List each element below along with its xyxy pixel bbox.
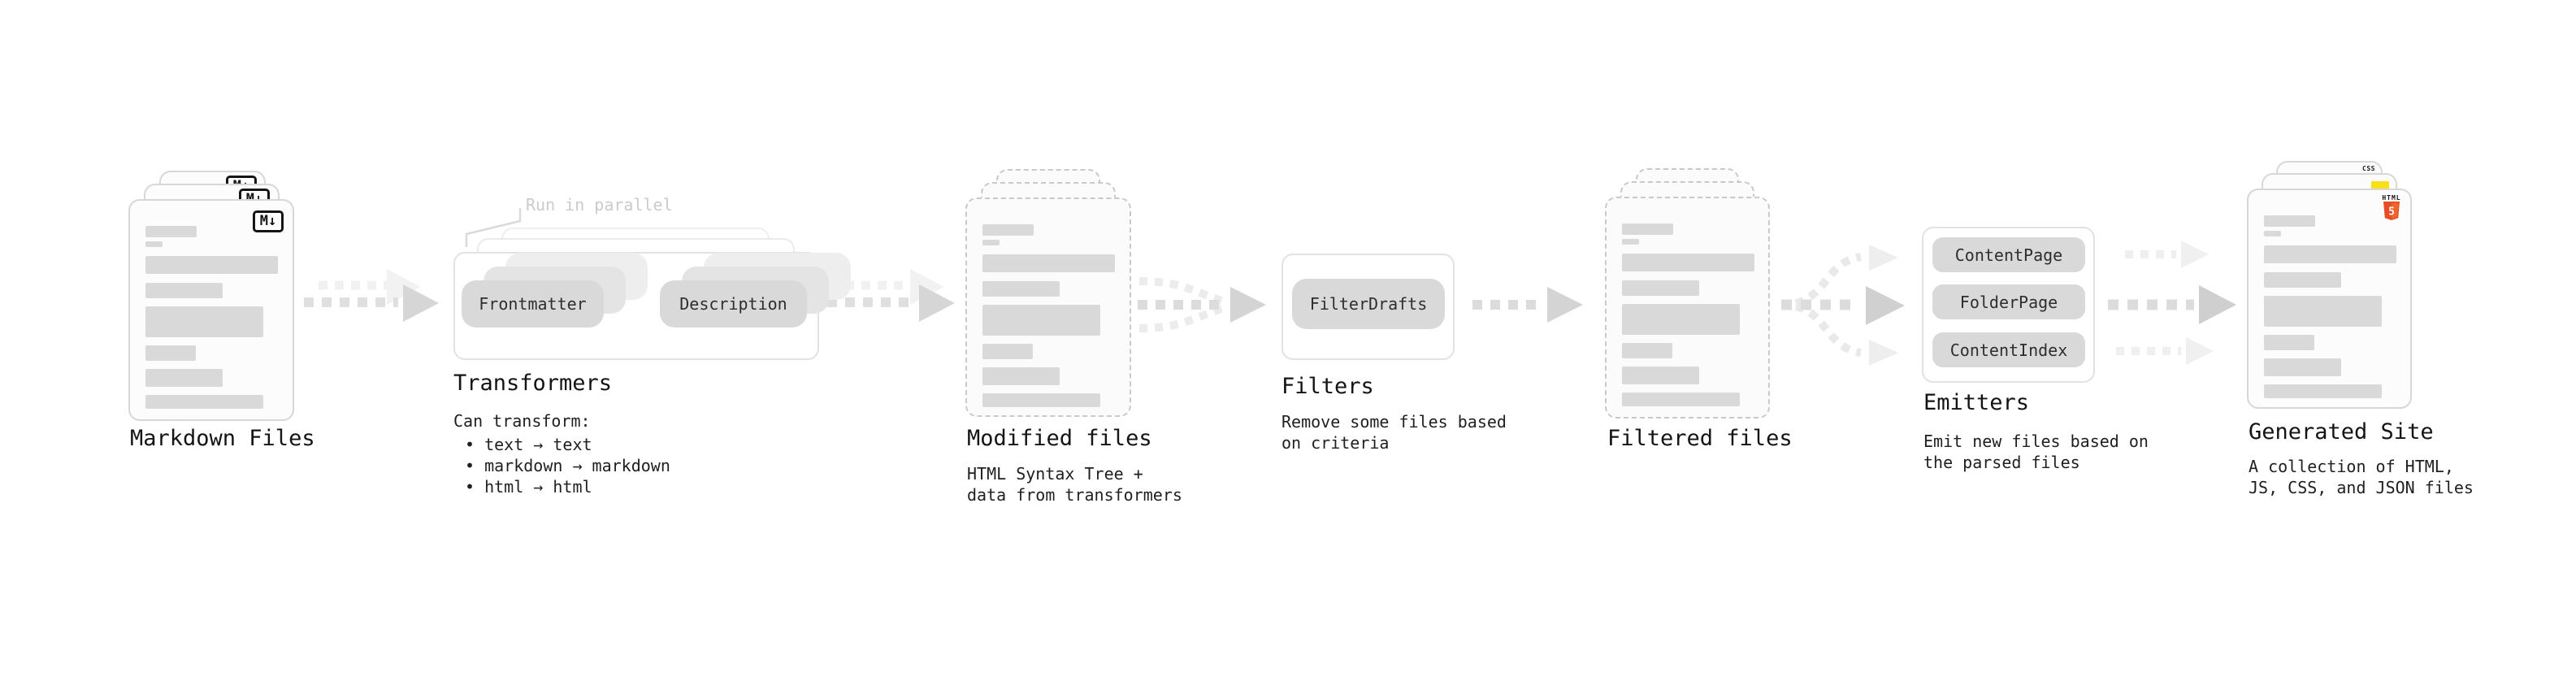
filtered-files-title: Filtered files bbox=[1607, 426, 1793, 451]
placeholder-text-bar bbox=[2264, 215, 2315, 227]
placeholder-text-bar bbox=[982, 305, 1100, 336]
filters-title: Filters bbox=[1281, 374, 1374, 399]
frontmatter-chip: Frontmatter bbox=[462, 280, 604, 327]
placeholder-text-bar bbox=[2264, 296, 2382, 327]
site-file-card-html: HTML 5 bbox=[2247, 189, 2412, 409]
css-badge-label: CSS bbox=[2362, 165, 2375, 172]
modified-files-subtitle: HTML Syntax Tree + data from transformer… bbox=[967, 464, 1182, 505]
arrow-emitters-to-site-top bbox=[2125, 241, 2209, 268]
placeholder-text-bar bbox=[1622, 343, 1672, 358]
placeholder-text-bar bbox=[1622, 304, 1740, 335]
placeholder-text-bar bbox=[2264, 231, 2281, 236]
placeholder-text-bar bbox=[1622, 254, 1754, 271]
placeholder-text-bar bbox=[1622, 393, 1740, 406]
markdown-files-title: Markdown Files bbox=[130, 426, 315, 451]
arrow-emitters-to-site-bottom bbox=[2116, 337, 2214, 365]
filters-subtitle: Remove some files based on criteria bbox=[1281, 412, 1507, 453]
filterdrafts-chip: FilterDrafts bbox=[1292, 279, 1445, 329]
placeholder-text-bar bbox=[982, 240, 1000, 245]
modified-file-card-front bbox=[965, 197, 1131, 417]
placeholder-text-bar bbox=[145, 256, 278, 274]
svg-text:5: 5 bbox=[2388, 206, 2395, 219]
arrow-emitters-to-site-middle bbox=[2108, 285, 2236, 324]
placeholder-text-bar bbox=[982, 281, 1060, 297]
html5-icon: HTML 5 bbox=[2381, 194, 2402, 221]
generated-site-subtitle: A collection of HTML, JS, CSS, and JSON … bbox=[2249, 457, 2474, 497]
modified-files-title: Modified files bbox=[967, 426, 1152, 451]
emitters-subtitle: Emit new files based on the parsed files bbox=[1923, 432, 2149, 472]
filtered-file-card-front bbox=[1605, 197, 1770, 419]
arrow-filtered-to-emitters bbox=[1781, 245, 1905, 366]
transformers-bullets: • text → text • markdown → markdown • ht… bbox=[465, 435, 670, 497]
transformers-title: Transformers bbox=[453, 371, 613, 396]
arrow-modified-to-filters bbox=[1138, 277, 1266, 332]
placeholder-text-bar bbox=[982, 254, 1115, 272]
contentindex-chip: ContentIndex bbox=[1932, 332, 2085, 367]
placeholder-text-bar bbox=[145, 241, 163, 247]
placeholder-text-bar bbox=[2264, 384, 2382, 398]
markdown-icon: M↓ bbox=[253, 210, 284, 232]
contentpage-chip: ContentPage bbox=[1932, 237, 2085, 272]
arrow-markdown-to-transformers bbox=[304, 269, 439, 322]
placeholder-text-bar bbox=[982, 344, 1033, 359]
placeholder-text-bar bbox=[2264, 335, 2314, 350]
placeholder-text-bar bbox=[2264, 358, 2341, 376]
placeholder-text-bar bbox=[1622, 223, 1673, 235]
description-chip: Description bbox=[660, 280, 807, 327]
transformers-caption: Can transform: bbox=[453, 411, 591, 431]
placeholder-text-bar bbox=[145, 369, 223, 387]
run-in-parallel-note: Run in parallel bbox=[526, 195, 673, 215]
placeholder-text-bar bbox=[145, 226, 197, 237]
placeholder-text-bar bbox=[1622, 280, 1699, 296]
placeholder-text-bar bbox=[1622, 239, 1639, 245]
arrow-filters-to-filtered bbox=[1472, 287, 1583, 323]
placeholder-text-bar bbox=[1622, 367, 1699, 384]
placeholder-text-bar bbox=[982, 367, 1060, 385]
html5-shield: 5 bbox=[2383, 202, 2400, 220]
emitters-title: Emitters bbox=[1923, 390, 2030, 415]
placeholder-text-bar bbox=[2264, 272, 2341, 288]
markdown-file-card-front: M↓ bbox=[128, 199, 294, 421]
folderpage-chip: FolderPage bbox=[1932, 284, 2085, 319]
html5-icon-label: HTML bbox=[2382, 194, 2401, 202]
placeholder-text-bar bbox=[982, 393, 1100, 407]
placeholder-text-bar bbox=[145, 395, 263, 409]
placeholder-text-bar bbox=[145, 306, 263, 337]
placeholder-text-bar bbox=[982, 224, 1034, 236]
placeholder-text-bar bbox=[2264, 245, 2396, 263]
generated-site-title: Generated Site bbox=[2249, 419, 2434, 445]
placeholder-text-bar bbox=[145, 283, 223, 298]
placeholder-text-bar bbox=[145, 345, 196, 361]
